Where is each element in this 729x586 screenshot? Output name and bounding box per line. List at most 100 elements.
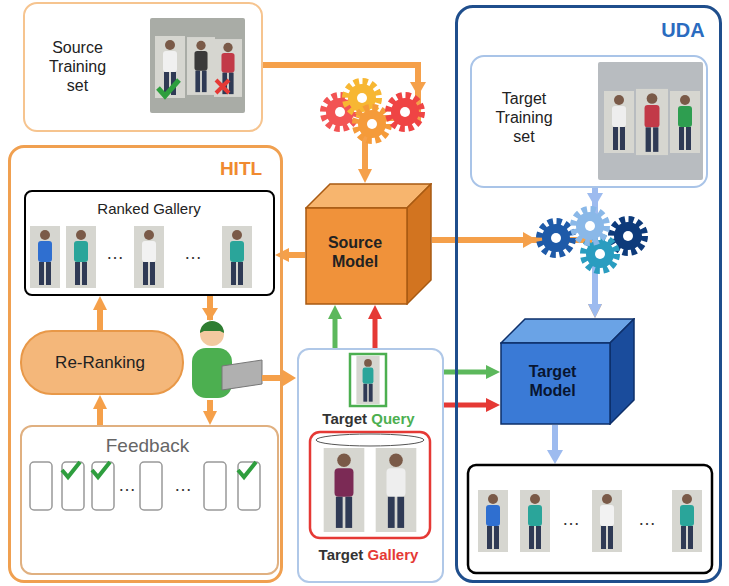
target-ranked-gallery bbox=[592, 490, 622, 552]
flow-arrow bbox=[97, 310, 103, 330]
source-gears bbox=[389, 96, 421, 128]
feedback-marks bbox=[204, 462, 226, 510]
annotator-figure bbox=[202, 308, 218, 321]
node-label: Target Training set bbox=[484, 89, 564, 147]
query-images bbox=[324, 448, 365, 532]
feedback-marks bbox=[30, 462, 260, 510]
source-gears bbox=[356, 108, 388, 140]
target-gears bbox=[595, 249, 605, 259]
target-ranked-gallery bbox=[468, 465, 712, 573]
source-photo bbox=[216, 80, 229, 93]
annotator-figure bbox=[200, 322, 224, 346]
source-photo bbox=[158, 80, 179, 96]
feedback-marks bbox=[92, 462, 114, 510]
node-label: Re-Ranking bbox=[22, 353, 178, 373]
feedback-box: Feedback bbox=[20, 425, 279, 575]
source-gears bbox=[356, 108, 388, 140]
cube-side bbox=[407, 184, 431, 304]
source-gears bbox=[324, 82, 426, 140]
feedback-marks bbox=[92, 462, 110, 477]
node-label: Target Model bbox=[505, 362, 600, 400]
dataset-box: Source Training set bbox=[23, 2, 263, 132]
source-photo bbox=[187, 37, 215, 95]
flow-arrow bbox=[333, 319, 338, 348]
feedback-marks bbox=[140, 462, 162, 510]
source-gears bbox=[367, 119, 377, 129]
flow-arrow bbox=[444, 370, 486, 375]
label-part: Target bbox=[319, 546, 368, 563]
target-gears bbox=[540, 222, 572, 254]
label-part: Gallery bbox=[368, 546, 419, 563]
target-ranked-gallery bbox=[672, 490, 702, 552]
annotator-figure bbox=[283, 370, 296, 386]
gallery-thumbnails bbox=[134, 226, 164, 288]
target-gears bbox=[574, 210, 606, 242]
target-gears bbox=[574, 210, 606, 242]
target-gears bbox=[587, 193, 603, 207]
feedback-marks bbox=[238, 462, 260, 510]
node-label: Source Model bbox=[310, 233, 400, 271]
source-photo bbox=[150, 18, 245, 113]
feedback-marks bbox=[62, 462, 84, 510]
target-ranked-gallery bbox=[547, 450, 563, 464]
node-label: HITL bbox=[211, 158, 271, 181]
source-gears bbox=[391, 98, 419, 126]
target-gears bbox=[623, 231, 633, 241]
annotator-figure bbox=[262, 375, 283, 381]
ellipsis-mark: … bbox=[117, 476, 137, 494]
source-photo bbox=[155, 36, 185, 98]
gallery-thumbnails bbox=[30, 226, 60, 288]
flow-arrow bbox=[289, 252, 305, 258]
label-part: Query bbox=[371, 410, 414, 427]
process-pill: Re-Ranking bbox=[20, 330, 184, 395]
feedback-marks bbox=[62, 462, 80, 477]
target-gears bbox=[523, 232, 537, 248]
target-ranked-gallery bbox=[478, 490, 508, 552]
target-gears bbox=[551, 233, 561, 243]
source-gears bbox=[357, 93, 367, 103]
source-gears bbox=[335, 107, 345, 117]
query-images bbox=[310, 432, 430, 538]
target-photo bbox=[636, 89, 668, 155]
model-cube: Target Model bbox=[500, 318, 635, 425]
flow-arrow bbox=[263, 65, 418, 169]
annotator-figure bbox=[222, 360, 262, 390]
gallery-box: Ranked Gallery bbox=[24, 190, 275, 296]
node-label: Ranked Gallery bbox=[26, 200, 272, 218]
node-label: Target Gallery bbox=[299, 546, 438, 564]
target-photo bbox=[604, 91, 634, 153]
target-ranked-gallery bbox=[468, 425, 712, 573]
ellipsis-mark: … bbox=[637, 510, 657, 528]
source-photo bbox=[214, 39, 242, 97]
ellipsis-mark: … bbox=[183, 244, 203, 262]
dataset-box: Target Training set bbox=[470, 55, 708, 188]
feedback-marks bbox=[30, 462, 52, 510]
gallery-thumbnails bbox=[66, 226, 96, 288]
node-label: Feedback bbox=[22, 435, 273, 458]
feedback-marks bbox=[238, 462, 256, 477]
node-label: Source Training set bbox=[40, 38, 115, 96]
target-ranked-gallery bbox=[520, 490, 550, 552]
target-gears bbox=[576, 212, 604, 240]
target-photo bbox=[670, 91, 700, 153]
query-box: Target QueryTarget Gallery bbox=[297, 348, 444, 583]
source-gears bbox=[400, 107, 410, 117]
target-gears bbox=[542, 224, 570, 252]
target-gears bbox=[523, 193, 644, 270]
source-gears bbox=[358, 110, 386, 138]
cube-side bbox=[610, 319, 634, 424]
cube-front bbox=[306, 208, 407, 304]
query-images bbox=[376, 448, 417, 532]
hitl-region: HITL Ranked GalleryRe-RankingFeedback bbox=[8, 145, 283, 583]
target-gears bbox=[540, 222, 572, 254]
flow-arrow bbox=[97, 409, 103, 425]
source-photo bbox=[150, 18, 245, 113]
source-gears bbox=[410, 82, 426, 96]
source-gears bbox=[348, 84, 376, 112]
model-cube: Source Model bbox=[305, 183, 432, 305]
gallery-thumbnails bbox=[222, 226, 252, 288]
label-part: Target bbox=[322, 410, 371, 427]
gallery-thumbnails bbox=[30, 226, 252, 288]
target-photo bbox=[598, 62, 703, 180]
flow-arrow bbox=[444, 403, 486, 408]
